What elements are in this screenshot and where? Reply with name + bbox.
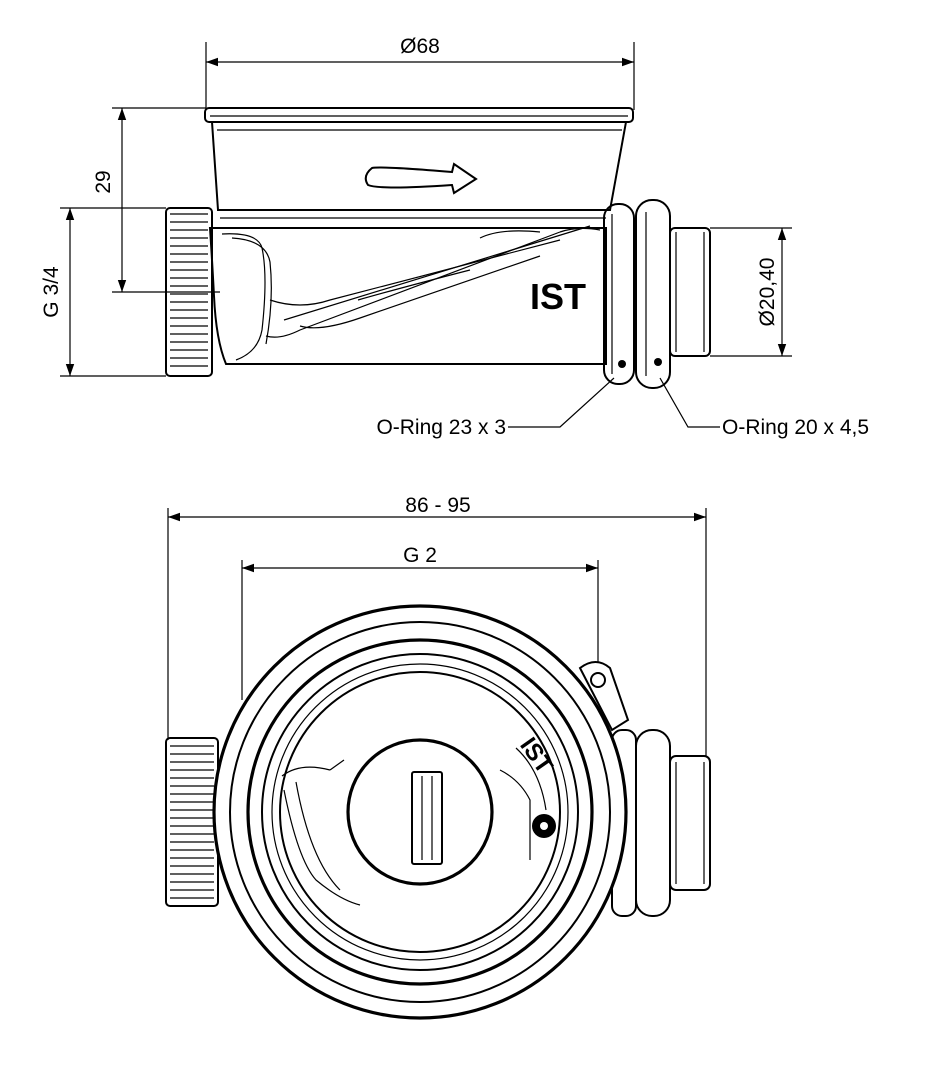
- dimension-top-diameter: Ø68: [205, 35, 635, 110]
- dim-label-thread: G 3/4: [40, 266, 63, 318]
- dim-label-outlet-diameter: Ø20,40: [756, 258, 779, 327]
- top-view: 86 - 95 G 2: [165, 494, 711, 1020]
- callout-oring-large: O-Ring 20 x 4,5: [659, 377, 869, 439]
- strainer-insert: IST: [281, 733, 558, 906]
- side-view: Ø68 IST: [40, 35, 869, 439]
- flow-arrow-icon: [364, 162, 478, 195]
- dimension-height: 29: [92, 107, 220, 293]
- dimension-thread: G 3/4: [40, 207, 166, 377]
- dimension-body-thread: G 2: [241, 544, 599, 700]
- dimension-outlet-diameter: Ø20,40: [710, 227, 792, 357]
- dim-label-height: 29: [92, 170, 115, 193]
- top-inlet-thread: [165, 737, 219, 907]
- dim-label-overall-width: 86 - 95: [405, 494, 470, 517]
- callout-oring-small: O-Ring 23 x 3: [376, 377, 615, 439]
- dim-label-body-thread: G 2: [403, 544, 437, 567]
- callout-label-oring-small: O-Ring 23 x 3: [376, 416, 506, 439]
- trap-body: IST: [208, 225, 607, 365]
- callout-label-oring-large: O-Ring 20 x 4,5: [722, 416, 869, 439]
- dimension-overall-width: 86 - 95: [167, 494, 707, 760]
- strainer-cup: [204, 107, 634, 219]
- brand-mark: IST: [530, 276, 586, 317]
- outlet-assembly: [603, 199, 711, 389]
- dim-label-top-diameter: Ø68: [400, 35, 440, 58]
